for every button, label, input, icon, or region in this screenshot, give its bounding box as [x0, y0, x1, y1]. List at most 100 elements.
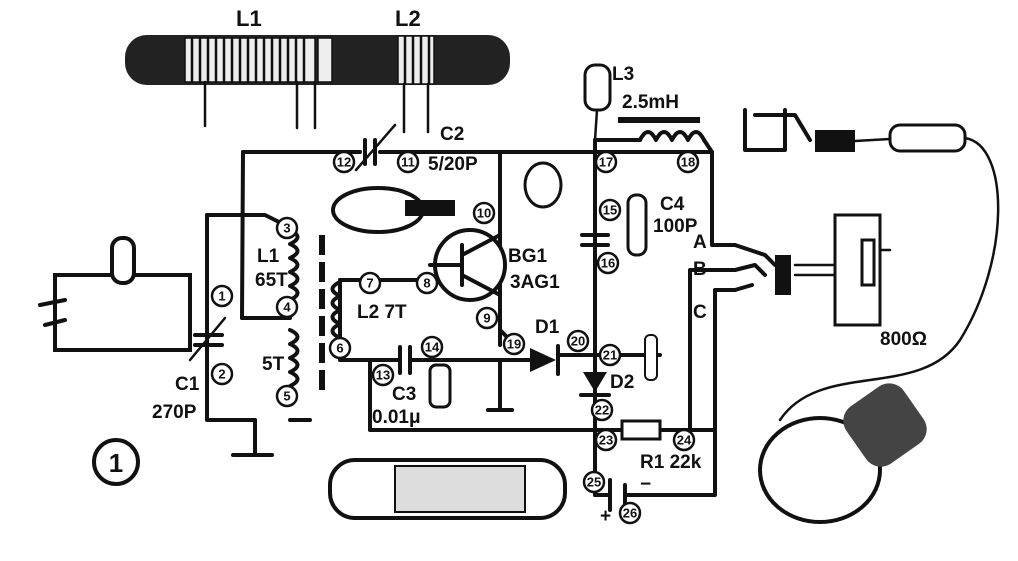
node-11: 11 — [396, 150, 420, 174]
node-marker — [594, 428, 618, 452]
node-number: 17 — [599, 155, 613, 170]
capacitor-c2 — [354, 123, 397, 172]
node-number: 13 — [376, 368, 390, 383]
node-marker — [566, 329, 590, 353]
component-labels: L3 2.5mH C2 5/20P C4 100P L1 65T L2 7T 5… — [152, 64, 927, 527]
resistor-r1 — [620, 419, 662, 441]
node-marker — [594, 150, 618, 174]
node-8: 8 — [415, 271, 439, 295]
node-marker — [472, 201, 496, 225]
node-number: 16 — [601, 256, 615, 271]
node-marker — [275, 384, 299, 408]
component-pictorials — [428, 63, 658, 409]
node-15: 15 — [598, 198, 622, 222]
node-marker — [596, 251, 620, 275]
battery — [593, 478, 642, 512]
node-3: 3 — [275, 216, 299, 240]
node-2: 2 — [210, 362, 234, 386]
node-number: 2 — [218, 367, 225, 382]
rod-l2-label: L2 — [395, 6, 421, 31]
node-number: 4 — [283, 300, 291, 315]
choke-l3 — [593, 117, 714, 154]
battery-pictorial — [328, 458, 567, 520]
node-22: 22 — [590, 398, 614, 422]
node-number: 14 — [425, 340, 440, 355]
node-marker — [598, 198, 622, 222]
l3-value-label: 2.5mH — [622, 92, 679, 113]
l1-name-label: L1 — [257, 246, 280, 267]
node-number: 18 — [681, 155, 695, 170]
node-marker — [275, 216, 299, 240]
node-number: 24 — [677, 433, 692, 448]
node-number: 23 — [599, 433, 613, 448]
node-20: 20 — [566, 329, 590, 353]
node-marker — [676, 150, 700, 174]
node-marker — [371, 363, 395, 387]
node-1: 1 — [210, 284, 234, 308]
node-26: 26 — [618, 501, 642, 525]
node-number: 7 — [366, 276, 373, 291]
node-number: 5 — [283, 389, 290, 404]
trimmer-pictorial — [331, 186, 455, 234]
capacitor-c5-bypass — [580, 233, 610, 247]
transistor-bg1 — [428, 228, 507, 302]
node-12: 12 — [332, 150, 356, 174]
l1-turns-label: 65T — [255, 270, 288, 291]
node-number: 25 — [587, 475, 601, 490]
node-marker — [275, 295, 299, 319]
node-9: 9 — [475, 306, 499, 330]
battery-minus-label: − — [640, 474, 651, 495]
node-marker — [420, 335, 444, 359]
node-4: 4 — [275, 295, 299, 319]
capacitor-c1 — [188, 316, 227, 362]
l2-coil-label: L2 7T — [357, 302, 407, 323]
c2-value-label: 5/20P — [428, 154, 478, 175]
node-5: 5 — [275, 384, 299, 408]
node-6: 6 — [328, 336, 352, 360]
node-16: 16 — [596, 251, 620, 275]
node-number: 26 — [623, 506, 637, 521]
node-marker — [358, 271, 382, 295]
node-number: 3 — [283, 221, 290, 236]
c2-name-label: C2 — [440, 124, 464, 145]
figure-number: 1 — [92, 438, 140, 486]
node-number: 21 — [603, 348, 617, 363]
node-number: 1 — [218, 289, 225, 304]
bg1-type-label: 3AG1 — [510, 272, 560, 293]
node-number: 10 — [477, 206, 491, 221]
node-marker — [672, 428, 696, 452]
c1-value-label: 270P — [152, 402, 197, 423]
node-24: 24 — [672, 428, 696, 452]
node-marker — [598, 343, 622, 367]
ferrite-rod-antenna: L1 L2 — [125, 6, 510, 134]
node-14: 14 — [420, 335, 444, 359]
node-number: 8 — [423, 276, 430, 291]
wiring — [205, 138, 737, 497]
r1-label: R1 22k — [640, 452, 702, 473]
node-number: 12 — [337, 155, 351, 170]
node-7: 7 — [358, 271, 382, 295]
node-18: 18 — [676, 150, 700, 174]
earphone-label: 800Ω — [880, 329, 927, 350]
c4-value-label: 100P — [653, 216, 698, 237]
node-number: 15 — [603, 203, 617, 218]
volume-potentiometer — [758, 383, 927, 524]
node-marker — [618, 501, 642, 525]
figure-number-text: 1 — [109, 448, 123, 478]
node-25: 25 — [582, 470, 606, 494]
earphone-plug — [743, 108, 1000, 422]
d2-label: D2 — [610, 372, 634, 393]
node-number: 11 — [401, 155, 415, 170]
node-marker — [582, 470, 606, 494]
node-13: 13 — [371, 363, 395, 387]
node-21: 21 — [598, 343, 622, 367]
rod-l1-label: L1 — [236, 6, 262, 31]
l3-name-label: L3 — [612, 64, 634, 85]
node-number: 6 — [336, 341, 343, 356]
jack-a-label: A — [693, 232, 707, 253]
node-number: 19 — [507, 337, 521, 352]
node-10: 10 — [472, 201, 496, 225]
diode-d1 — [530, 344, 560, 376]
